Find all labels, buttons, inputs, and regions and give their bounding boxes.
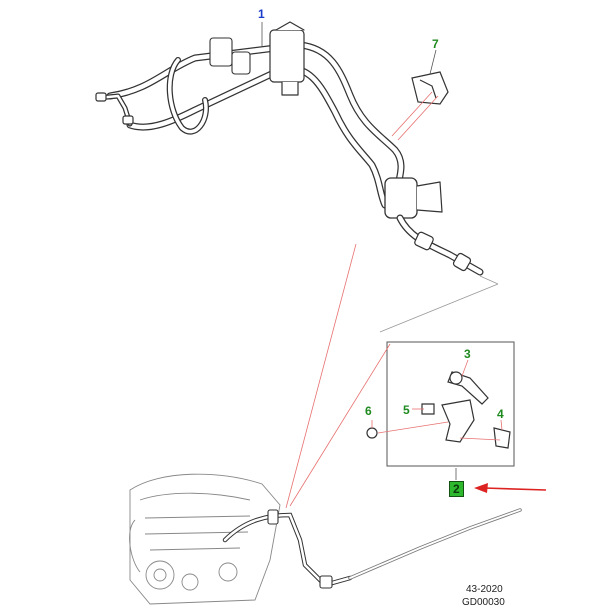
reference-code-2: GD00030 [462, 597, 505, 608]
engine-outline [129, 473, 281, 605]
callout-part-2[interactable]: 2 [449, 481, 464, 497]
break-lines [379, 275, 499, 333]
inset-parts [366, 371, 511, 449]
engine-hose-run [222, 508, 522, 589]
callout-part-7[interactable]: 7 [432, 37, 439, 51]
callout-part-1[interactable]: 1 [258, 7, 265, 21]
callout-part-3[interactable]: 3 [464, 347, 471, 361]
callout-part-6[interactable]: 6 [365, 404, 372, 418]
inset-leader-lines [371, 359, 503, 441]
callout-part-4[interactable]: 4 [497, 407, 504, 421]
callout-part-5[interactable]: 5 [403, 403, 410, 417]
callout-leaders [261, 22, 457, 480]
leader-lines [285, 91, 439, 509]
detail-inset-box [386, 341, 515, 467]
pipe-assembly [95, 21, 484, 276]
clip-part-7 [411, 71, 449, 105]
highlight-arrow [474, 483, 547, 493]
reference-code-1: 43-2020 [466, 584, 503, 595]
